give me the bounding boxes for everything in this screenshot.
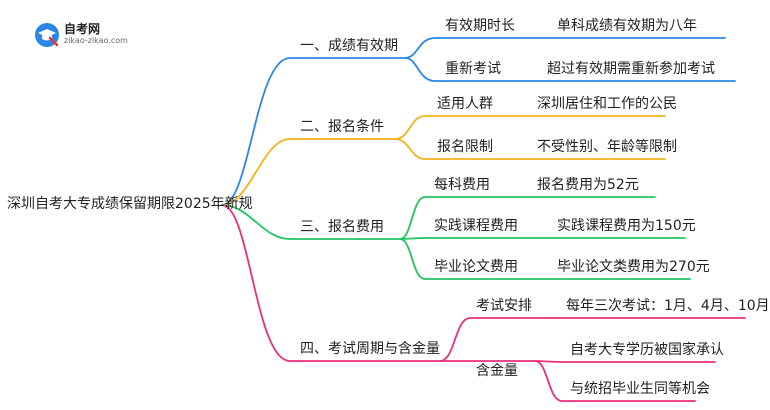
root-topic: 深圳自考大专成绩保留期限2025年新规	[7, 196, 253, 212]
link-branch-1-child-1	[404, 37, 726, 59]
branch-3-child-2: 实践课程费用	[434, 218, 518, 234]
branch-1-child-1: 有效期时长	[445, 18, 515, 34]
branch-2-child-2: 报名限制	[437, 139, 493, 155]
branch-4-leaf-3: 与统招毕业生同等机会	[570, 381, 710, 397]
link-branch-2-child-1	[394, 115, 666, 140]
branch-4-child-1: 考试安排	[476, 298, 532, 314]
branch-2-leaf-2: 不受性别、年龄等限制	[537, 139, 677, 155]
branch-3-label: 三、报名费用	[300, 219, 384, 235]
link-branch-3-child-1	[399, 196, 656, 240]
branch-4-leaf-1: 每年三次考试：1月、4月、10月	[566, 298, 770, 314]
link-branch-1-child-2	[404, 57, 736, 82]
link-root-branch-2	[221, 138, 396, 206]
branch-4-label: 四、考试周期与含金量	[300, 341, 440, 357]
branch-1-child-2: 重新考试	[445, 61, 501, 77]
link-branch-2-child-2	[394, 138, 666, 160]
mindmap: 自考网 zikao-zikao.com 深圳自考大专成绩保留期限2025年新规 …	[7, 18, 770, 402]
branch-1-label: 一、成绩有效期	[300, 38, 398, 54]
logo-url: zikao-zikao.com	[64, 36, 128, 45]
link-root-branch-1	[221, 57, 406, 206]
branch-1-leaf-2: 超过有效期需重新参加考试	[547, 61, 715, 77]
link-root-branch-4	[221, 204, 441, 362]
link-branch-3-child-2	[399, 237, 686, 240]
branch-3-child-1: 每科费用	[434, 177, 490, 193]
logo-name: 自考网	[64, 22, 101, 36]
branch-2-leaf-1: 深圳居住和工作的公民	[537, 96, 677, 112]
branch-2-child-1: 适用人群	[437, 96, 493, 112]
branch-2-label: 二、报名条件	[300, 119, 384, 135]
branch-1-leaf-1: 单科成绩有效期为八年	[557, 18, 697, 34]
link-branch-4-child-1	[439, 317, 553, 362]
graduation-cap-icon	[35, 23, 59, 47]
link-branch-4-leaf-3	[534, 360, 696, 402]
branch-3-child-3: 毕业论文费用	[434, 259, 518, 275]
mindmap-links	[221, 37, 746, 402]
link-branch-3-child-3	[399, 238, 691, 280]
branch-3-leaf-2: 实践课程费用为150元	[557, 218, 696, 234]
link-root-branch-3	[221, 204, 401, 240]
branch-3-leaf-1: 报名费用为52元	[537, 177, 639, 193]
site-logo: 自考网 zikao-zikao.com	[34, 20, 164, 50]
branch-3-leaf-3: 毕业论文类费用为270元	[557, 259, 710, 275]
branch-4-leaf-2: 自考大专学历被国家承认	[570, 342, 724, 358]
link-branch-4-leaf-2	[534, 360, 716, 363]
branch-4-child-2: 含金量	[476, 363, 518, 379]
